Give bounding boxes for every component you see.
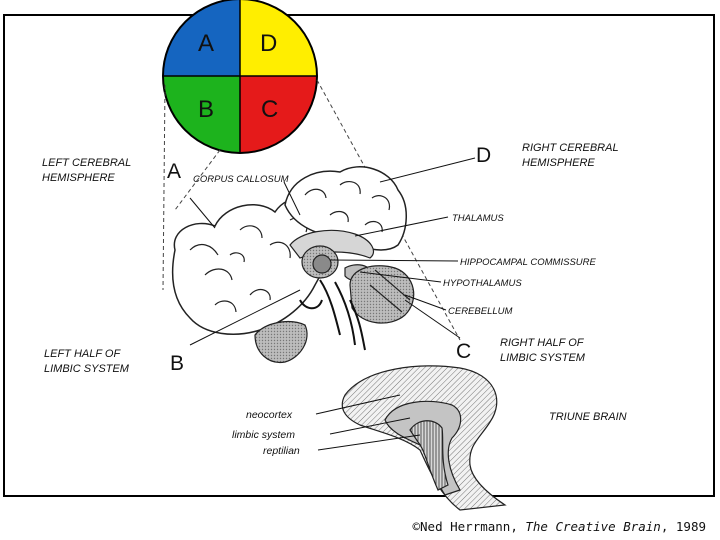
label-hypothalamus: HYPOTHALAMUS bbox=[443, 278, 522, 289]
label-thalamus: THALAMUS bbox=[452, 213, 504, 224]
quadrant-a bbox=[163, 0, 240, 76]
letter-a: A bbox=[167, 160, 182, 183]
label-reptilian: reptilian bbox=[263, 445, 300, 457]
leader-lines bbox=[189, 157, 476, 451]
quadrant-c bbox=[240, 76, 317, 153]
letter-d: D bbox=[476, 144, 492, 167]
label-right-half-limbic: RIGHT HALF OF LIMBIC SYSTEM bbox=[500, 337, 585, 364]
cerebellum-shape bbox=[349, 265, 415, 324]
credit-year: , 1989 bbox=[660, 519, 706, 534]
quadrant-letter-c: C bbox=[261, 96, 279, 123]
label-hippocampal-commissure: HIPPOCAMPAL COMMISSURE bbox=[460, 257, 596, 268]
label-cerebellum: CEREBELLUM bbox=[448, 306, 513, 317]
credit-author: Ned Herrmann, bbox=[420, 519, 526, 534]
credit-book-title: The Creative Brain bbox=[525, 519, 661, 534]
label-triune-brain: TRIUNE BRAIN bbox=[549, 411, 627, 423]
brainstem-shape bbox=[254, 321, 308, 363]
label-neocortex: neocortex bbox=[246, 409, 293, 421]
copyright-symbol: © bbox=[412, 519, 421, 534]
quadrant-letter-b: B bbox=[198, 96, 215, 123]
triune-brain-shape bbox=[341, 365, 507, 511]
quadrant-letter-d: D bbox=[260, 30, 278, 57]
quadrant-circle bbox=[162, 0, 318, 154]
quadrant-b bbox=[163, 76, 240, 153]
label-corpus-callosum: CORPUS CALLOSUM bbox=[193, 174, 289, 185]
label-right-cerebral-hemisphere: RIGHT CEREBRAL HEMISPHERE bbox=[522, 142, 619, 169]
credit-line: ©Ned Herrmann, The Creative Brain, 1989 bbox=[412, 519, 706, 534]
quadrant-letter-a: A bbox=[198, 30, 215, 57]
letter-c: C bbox=[456, 340, 472, 363]
label-left-half-limbic: LEFT HALF OF LIMBIC SYSTEM bbox=[44, 348, 129, 375]
label-limbic-system: limbic system bbox=[232, 429, 296, 441]
quadrant-d bbox=[240, 0, 317, 76]
letter-b: B bbox=[170, 352, 185, 375]
label-left-cerebral-hemisphere: LEFT CEREBRAL HEMISPHERE bbox=[42, 157, 132, 184]
limbic-lines bbox=[299, 279, 366, 351]
